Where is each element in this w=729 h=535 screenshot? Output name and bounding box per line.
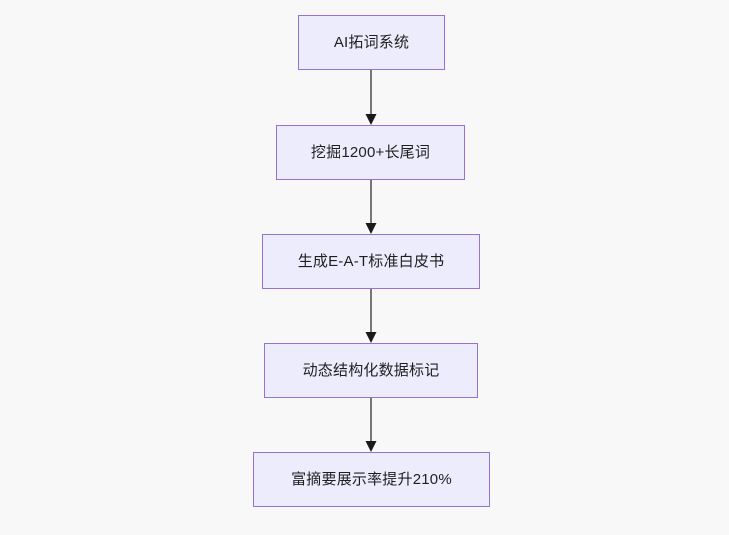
edge-n2-n3 (365, 180, 377, 234)
flow-node-label: AI拓词系统 (333, 33, 410, 51)
flow-node-label: 动态结构化数据标记 (302, 361, 440, 379)
edge-n4-n5 (365, 398, 377, 452)
flow-node-label: 挖掘1200+长尾词 (310, 143, 431, 161)
flow-node-label: 生成E-A-T标准白皮书 (297, 252, 445, 270)
edge-n1-n2 (365, 70, 377, 125)
flow-node-ai-keyword-system[interactable]: AI拓词系统 (298, 15, 445, 70)
flow-node-generate-eat-whitepaper[interactable]: 生成E-A-T标准白皮书 (262, 234, 480, 289)
flow-node-rich-snippet-impression-uplift[interactable]: 富摘要展示率提升210% (253, 452, 490, 507)
flow-node-label: 富摘要展示率提升210% (291, 470, 452, 488)
edge-n3-n4 (365, 289, 377, 343)
flow-node-dynamic-structured-data-markup[interactable]: 动态结构化数据标记 (264, 343, 478, 398)
flow-node-mine-longtail-keywords[interactable]: 挖掘1200+长尾词 (276, 125, 465, 180)
